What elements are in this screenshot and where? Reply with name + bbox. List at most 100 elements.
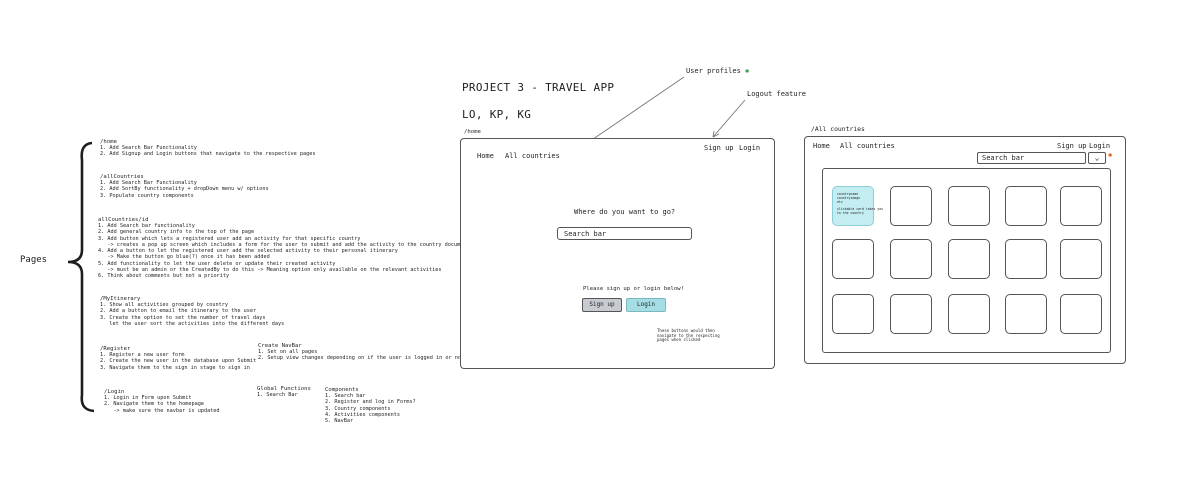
signup-prompt: Please sign up or login below! xyxy=(583,286,685,292)
country-card[interactable] xyxy=(1060,186,1102,226)
list-item: 2. Create the new user in the database u… xyxy=(100,358,257,365)
list-item: 1. Add Search bar functionality xyxy=(98,223,195,229)
list-item: 1. Search bar xyxy=(325,393,366,399)
signup-button[interactable]: Sign up xyxy=(582,298,622,312)
list-item: 2. Setup view changes depending on if th… xyxy=(258,355,468,362)
search-input[interactable]: Search bar xyxy=(977,152,1086,164)
section-route: /home xyxy=(100,139,117,145)
section-route: /Register xyxy=(100,346,131,352)
signup-link[interactable]: Sign up xyxy=(704,144,734,152)
list-item: 5. Add functionality to let the user del… xyxy=(98,260,336,267)
project-authors: LO, KP, KG xyxy=(462,108,532,121)
list-item: 5. NavBar xyxy=(325,418,354,425)
list-item: let the user sort the activities into th… xyxy=(100,320,285,327)
country-card[interactable] xyxy=(1005,294,1047,334)
countries-grid: countryname countryimage etc clickable c… xyxy=(822,168,1111,353)
destination-prompt: Where do you want to go? xyxy=(574,208,676,216)
country-card[interactable] xyxy=(948,186,990,226)
section-route: /Login xyxy=(104,389,125,395)
search-placeholder: Search bar xyxy=(564,230,607,238)
list-item: 1. Set on all pages xyxy=(258,349,318,355)
country-card[interactable] xyxy=(1005,186,1047,226)
list-item: 2. Add SortBy functionality + dropDown m… xyxy=(100,186,269,193)
list-item: 3. Create the option to set the number o… xyxy=(100,314,266,321)
logout-arrowhead xyxy=(712,130,720,138)
section-route: /allCountries xyxy=(100,174,144,180)
country-card[interactable]: countryname countryimage etc clickable c… xyxy=(832,186,883,226)
project-title: PROJECT 3 - TRAVEL APP xyxy=(462,81,615,94)
list-item: 1. Search Bar xyxy=(257,392,298,398)
logout-feature-label: Logout feature xyxy=(747,90,807,98)
country-card[interactable] xyxy=(1060,294,1102,334)
list-item: 4. Add a button to let the registered us… xyxy=(98,248,398,255)
list-item: 1. Add Search Bar Functionality xyxy=(100,145,197,151)
list-item: -> Make the button go blue(?) once it ha… xyxy=(98,254,270,261)
pages-brace xyxy=(67,141,95,413)
country-card[interactable] xyxy=(1060,239,1102,279)
logout-arrow xyxy=(712,99,746,138)
list-item: 3. Country components xyxy=(325,405,391,412)
section-components: Components 1. Search bar 2. Register and… xyxy=(325,387,416,424)
chevron-down-icon: ⌄ xyxy=(1094,153,1100,162)
list-item: 1. Show all activities grouped by countr… xyxy=(100,302,229,308)
country-card[interactable] xyxy=(948,294,990,334)
country-card-text: countryname countryimage etc clickable c… xyxy=(837,192,884,215)
login-button[interactable]: Login xyxy=(626,298,666,312)
list-item: 2. Add Signup and Login buttons that nav… xyxy=(100,151,316,158)
country-card[interactable] xyxy=(890,294,932,334)
list-item: 3. Populate country components xyxy=(100,192,194,199)
list-item: 6. Think about comments but not a priori… xyxy=(98,273,230,280)
section-route: allCountries/id xyxy=(98,217,149,223)
user-profiles-arrow xyxy=(579,76,685,149)
pages-label: Pages xyxy=(20,255,48,265)
section-create-navbar: Create NavBar 1. Set on all pages 2. Set… xyxy=(258,343,467,362)
list-item: 1. Add Search Bar Functionality xyxy=(100,180,197,186)
nav-all-countries-link[interactable]: All countries xyxy=(505,152,560,160)
country-card[interactable] xyxy=(1005,239,1047,279)
section-route: Components xyxy=(325,387,359,393)
section-home: /home 1. Add Search Bar Functionality 2.… xyxy=(100,139,316,158)
country-card[interactable] xyxy=(890,186,932,226)
list-item: 2. Navigate them to the homepage xyxy=(104,401,204,408)
search-placeholder: Search bar xyxy=(982,154,1025,162)
list-item: 2. Add a button to email the itinerary t… xyxy=(100,308,257,315)
login-link[interactable]: Login xyxy=(1089,142,1111,150)
countries-route-label: /All countries xyxy=(811,125,865,133)
section-route: Global Functions xyxy=(257,386,311,392)
nav-all-countries-link[interactable]: All countries xyxy=(840,142,895,150)
country-card[interactable] xyxy=(832,239,874,279)
home-wireframe: Home All countries Sign up Login Where d… xyxy=(460,138,775,369)
section-all-countries: /allCountries 1. Add Search Bar Function… xyxy=(100,174,269,199)
section-register: /Register 1. Register a new user form 2.… xyxy=(100,346,256,371)
section-login: /Login 1. Login in Form upon Submit 2. N… xyxy=(104,389,220,414)
user-profiles-annotation: User profiles ✱ xyxy=(686,67,749,75)
list-item: 4. Activities components xyxy=(325,411,400,418)
list-item: 3. Navigate them to the sign in stage to… xyxy=(100,364,250,371)
countries-wireframe: Home All countries Sign up Login Search … xyxy=(804,136,1126,364)
section-route: Create NavBar xyxy=(258,343,302,349)
login-link[interactable]: Login xyxy=(739,144,761,152)
star-icon: ✱ xyxy=(745,67,750,75)
section-all-countries-id: allCountries/id 1. Add Search bar functi… xyxy=(98,217,473,280)
list-item: -> creates a pop up screen which include… xyxy=(98,241,473,248)
list-item: 1. Register a new user form xyxy=(100,352,185,358)
section-my-itinerary: /MyItinerary 1. Show all activities grou… xyxy=(100,296,284,327)
sort-dropdown[interactable]: ⌄ xyxy=(1088,152,1106,164)
nav-home-link[interactable]: Home xyxy=(813,142,830,150)
country-card[interactable] xyxy=(832,294,874,334)
nav-home-link[interactable]: Home xyxy=(477,152,494,160)
list-item: 3. Add button which lets a registered us… xyxy=(98,235,361,242)
list-item: 2. Register and log in Forms? xyxy=(325,399,416,406)
search-input[interactable]: Search bar xyxy=(557,227,692,240)
section-route: /MyItinerary xyxy=(100,296,141,302)
country-card[interactable] xyxy=(890,239,932,279)
list-item: 1. Login in Form upon Submit xyxy=(104,395,192,401)
list-item: -> make sure the navbar is updated xyxy=(104,407,220,414)
country-card[interactable] xyxy=(948,239,990,279)
section-global-functions: Global Functions 1. Search Bar xyxy=(257,386,311,398)
signup-link[interactable]: Sign up xyxy=(1057,142,1087,150)
list-item: -> must be an admin or the CreatedBy to … xyxy=(98,267,442,274)
buttons-note: These buttons would then navigate to the… xyxy=(657,328,720,343)
asterisk-icon: ✱ xyxy=(1108,151,1113,159)
